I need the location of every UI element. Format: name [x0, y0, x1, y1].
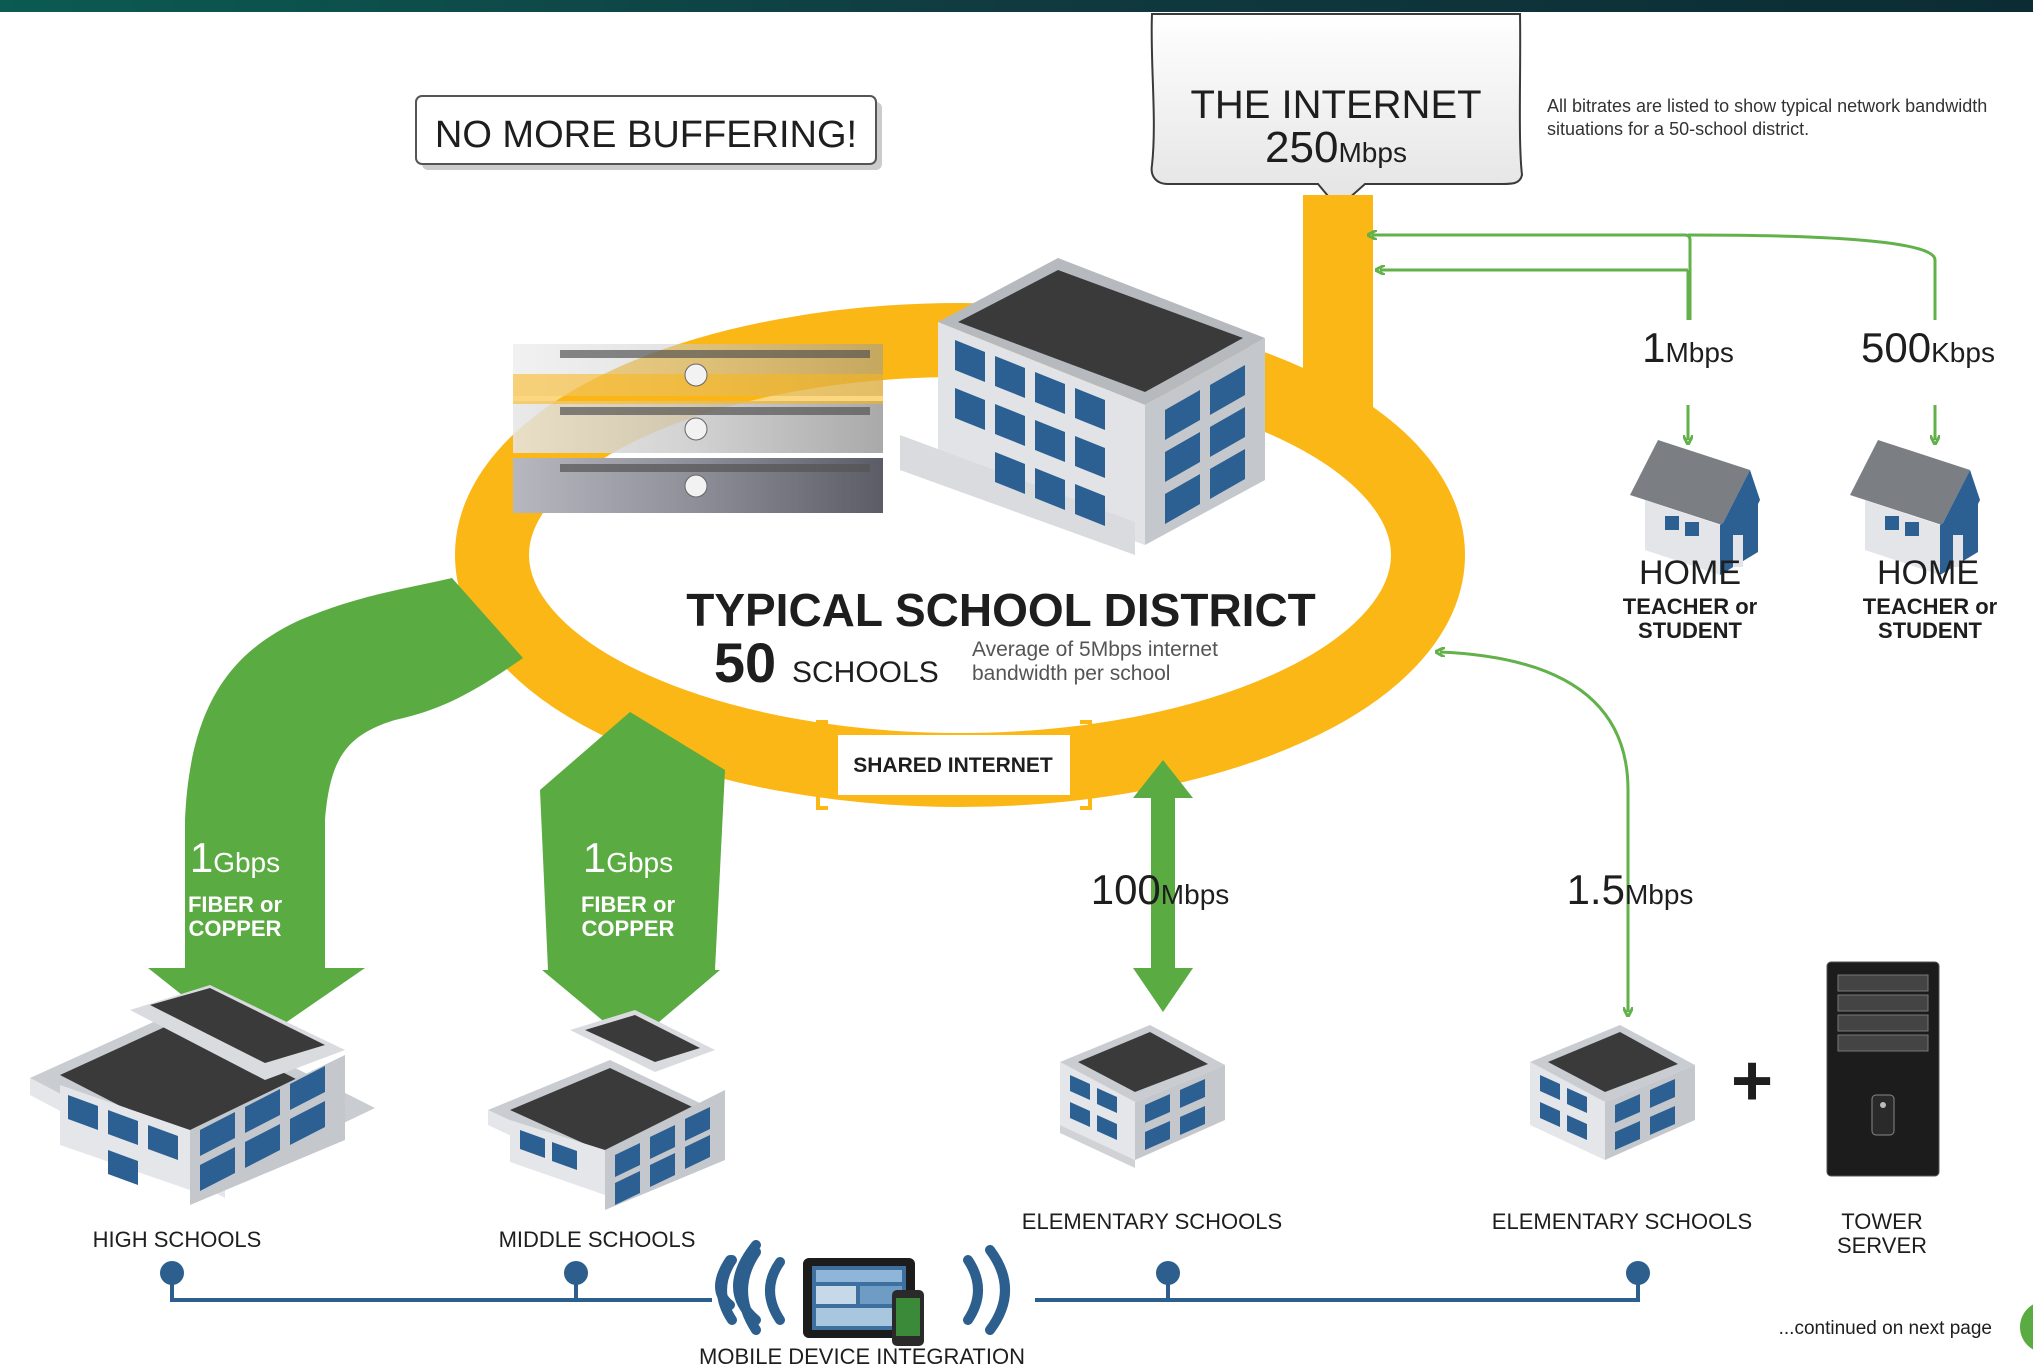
elementary-1-link-unit: Mbps	[1161, 879, 1229, 910]
svg-text:1Mbps: 1Mbps	[1642, 324, 1734, 371]
plus-sign: +	[1731, 1041, 1773, 1121]
home-link-2: 500Kbps	[1861, 324, 1995, 371]
home-1-who-line2: STUDENT	[1638, 618, 1742, 643]
district-count-label: SCHOOLS	[792, 656, 939, 689]
middle-school-medium-line1: FIBER or	[581, 892, 676, 917]
home-links	[1372, 235, 1935, 440]
svg-text:1.5Mbps: 1.5Mbps	[1567, 866, 1694, 913]
svg-text:100Mbps: 100Mbps	[1091, 866, 1230, 913]
middle-school-medium-line2: COPPER	[582, 916, 675, 941]
middle-school-link-value: 1	[583, 834, 606, 881]
internet-value: 250	[1265, 123, 1338, 172]
mobile-device-label: MOBILE DEVICE INTEGRATION	[699, 1344, 1025, 1369]
header-banner	[0, 0, 2033, 12]
high-schools-label: HIGH SCHOOLS	[93, 1227, 262, 1252]
elementary-2-link	[1440, 652, 1630, 1010]
home-link-1: 1Mbps	[1642, 324, 1734, 371]
internet-title: THE INTERNET	[1190, 83, 1481, 127]
bitrate-note-line1: All bitrates are listed to show typical …	[1547, 96, 1987, 116]
middle-schools-label: MIDDLE SCHOOLS	[499, 1227, 696, 1252]
svg-text:250Mbps: 250Mbps	[1265, 123, 1407, 172]
svg-text:1Gbps: 1Gbps	[190, 834, 280, 881]
wifi-waves-left-outer-icon	[717, 1247, 785, 1335]
no-buffering-label: NO MORE BUFFERING!	[435, 114, 857, 156]
rack-servers	[513, 344, 883, 513]
high-school-building	[30, 985, 375, 1205]
home-2-who-line1: TEACHER or	[1863, 594, 1998, 619]
high-school-medium-line1: FIBER or	[188, 892, 283, 917]
wifi-waves-right-icon	[963, 1245, 1010, 1335]
continued-note: ...continued on next page	[1779, 1318, 1992, 1339]
internet-bubble: THE INTERNET 250Mbps	[1150, 13, 1524, 210]
internet-unit: Mbps	[1338, 137, 1406, 168]
tower-server-line1: TOWER	[1841, 1209, 1922, 1234]
home-1-who-line1: TEACHER or	[1623, 594, 1758, 619]
home-house-1	[1630, 440, 1760, 575]
home-2-who-line2: STUDENT	[1878, 618, 1982, 643]
page-badge	[2020, 1304, 2033, 1350]
tower-server-line2: SERVER	[1837, 1233, 1927, 1258]
middle-school-link-unit: Gbps	[606, 847, 673, 878]
home-link-1-value: 1	[1642, 324, 1665, 371]
elementary-2-link-unit: Mbps	[1625, 879, 1693, 910]
elementary-fat-double-arrow	[1133, 760, 1193, 1012]
home-link-1-unit: Mbps	[1665, 337, 1733, 368]
high-school-link-unit: Gbps	[213, 847, 280, 878]
bitrate-note-line2: situations for a 50-school district.	[1547, 119, 1809, 139]
network-nodes	[160, 1261, 1650, 1285]
phone-icon	[892, 1290, 924, 1346]
district-average-line2: bandwidth per school	[972, 662, 1170, 685]
no-buffering-callout: NO MORE BUFFERING!	[415, 95, 882, 170]
home-link-2-value: 500	[1861, 324, 1931, 371]
high-school-link-value: 1	[190, 834, 213, 881]
home-house-2	[1850, 440, 1980, 575]
middle-school-fat-arrow	[540, 712, 725, 1045]
district-count: 50	[714, 631, 776, 694]
home-1-label: HOME	[1639, 554, 1741, 592]
middle-school-building	[488, 1010, 725, 1210]
elementary-2-label: ELEMENTARY SCHOOLS	[1492, 1209, 1752, 1234]
elementary-1-link-value: 100	[1091, 866, 1161, 913]
district-office-building	[900, 258, 1265, 555]
high-school-medium-line2: COPPER	[189, 916, 282, 941]
high-school-fat-arrow	[148, 578, 523, 1048]
shared-internet-bracket: SHARED INTERNET	[816, 720, 1092, 810]
elementary-school-1-building	[1060, 1025, 1225, 1168]
svg-text:500Kbps: 500Kbps	[1861, 324, 1995, 371]
home-2-label: HOME	[1877, 554, 1979, 592]
shared-internet-label: SHARED INTERNET	[853, 754, 1053, 777]
tower-server	[1826, 961, 1940, 1177]
elementary-school-2-building	[1530, 1025, 1695, 1160]
district-title: TYPICAL SCHOOL DISTRICT	[686, 584, 1316, 636]
elementary-2-link-value: 1.5	[1567, 866, 1625, 913]
tablet-icon	[803, 1258, 915, 1338]
home-link-2-unit: Kbps	[1931, 337, 1995, 368]
svg-text:1Gbps: 1Gbps	[583, 834, 673, 881]
district-average-line1: Average of 5Mbps internet	[972, 638, 1218, 661]
elementary-1-label: ELEMENTARY SCHOOLS	[1022, 1209, 1282, 1234]
